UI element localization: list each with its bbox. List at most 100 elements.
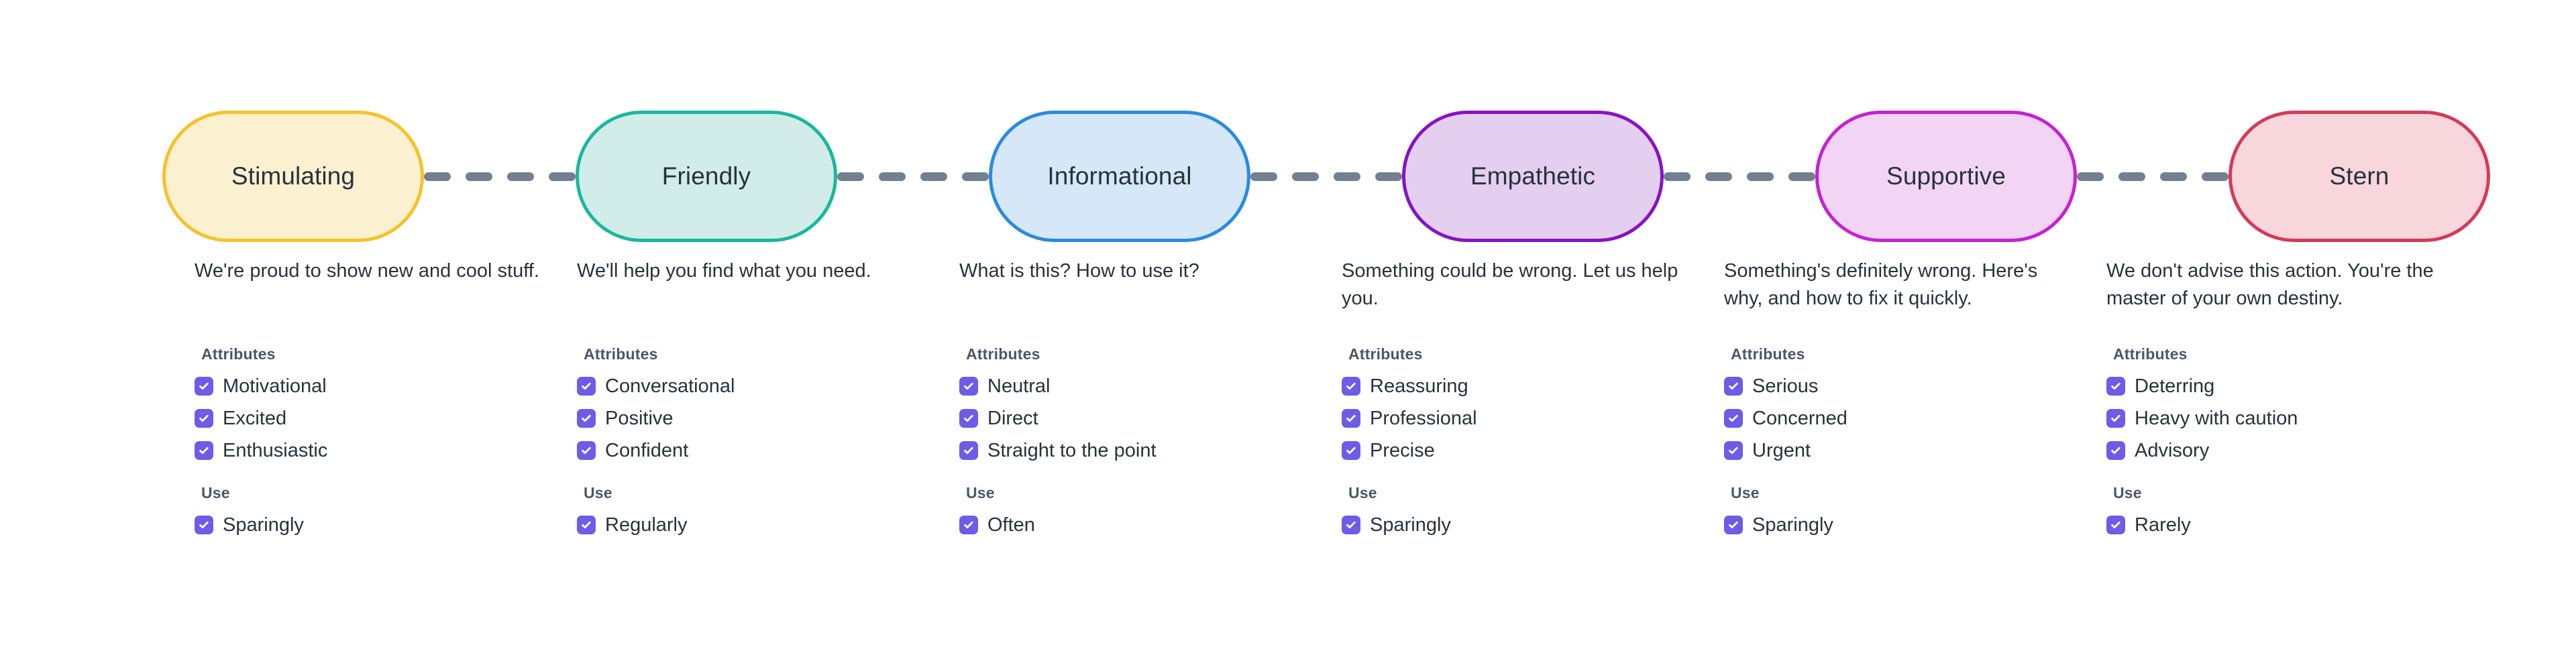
checkmark-icon[interactable] bbox=[1342, 441, 1360, 460]
attribute-checkbox-item[interactable]: Positive bbox=[577, 402, 927, 434]
tone-pill-stimulating[interactable]: Stimulating bbox=[162, 111, 424, 242]
dash-segment bbox=[1705, 172, 1732, 181]
check-item-label: Reassuring bbox=[1370, 375, 1468, 397]
check-item-label: Serious bbox=[1752, 375, 1819, 397]
check-item-label: Direct bbox=[987, 407, 1038, 429]
checkmark-icon[interactable] bbox=[959, 377, 978, 396]
checkmark-icon[interactable] bbox=[2106, 441, 2125, 460]
attributes-heading: Attributes bbox=[966, 345, 1040, 363]
check-item-label: Sparingly bbox=[1370, 514, 1451, 536]
checkmark-icon[interactable] bbox=[577, 441, 596, 460]
checkmark-icon[interactable] bbox=[1342, 377, 1360, 396]
attribute-checkbox-item[interactable]: Excited bbox=[195, 402, 545, 434]
attributes-heading: Attributes bbox=[1348, 345, 1423, 363]
checkmark-icon[interactable] bbox=[1724, 409, 1743, 428]
attribute-checkbox-item[interactable]: Professional bbox=[1342, 402, 1692, 434]
attribute-checkbox-item[interactable]: Direct bbox=[959, 402, 1309, 434]
attribute-checkbox-item[interactable]: Urgent bbox=[1724, 434, 2074, 467]
attribute-checkbox-item[interactable]: Advisory bbox=[2106, 434, 2457, 467]
dash-segment bbox=[2077, 172, 2104, 181]
checkmark-icon[interactable] bbox=[2106, 377, 2125, 396]
tone-description: Something's definitely wrong. Here's why… bbox=[1724, 260, 2038, 309]
use-checkbox-item[interactable]: Often bbox=[959, 509, 1309, 541]
attribute-checkbox-item[interactable]: Enthusiastic bbox=[195, 434, 545, 467]
tone-pill-informational[interactable]: Informational bbox=[989, 111, 1250, 242]
dash-segment bbox=[1788, 172, 1815, 181]
checkmark-icon[interactable] bbox=[195, 516, 213, 534]
check-item-label: Straight to the point bbox=[987, 439, 1157, 461]
tone-pill-empathetic[interactable]: Empathetic bbox=[1402, 111, 1664, 242]
attribute-checkbox-item[interactable]: Serious bbox=[1724, 370, 2074, 402]
checkmark-icon[interactable] bbox=[1724, 516, 1743, 534]
attribute-checkbox-item[interactable]: Heavy with caution bbox=[2106, 402, 2457, 434]
checkmark-icon[interactable] bbox=[195, 377, 213, 396]
attribute-checkbox-item[interactable]: Reassuring bbox=[1342, 370, 1692, 402]
checkmark-icon[interactable] bbox=[195, 409, 213, 428]
dash-segment bbox=[549, 172, 576, 181]
checkmark-icon[interactable] bbox=[959, 441, 978, 460]
check-item-label: Sparingly bbox=[223, 514, 304, 536]
tone-pill-friendly[interactable]: Friendly bbox=[576, 111, 837, 242]
tone-description: We're proud to show new and cool stuff. bbox=[195, 260, 539, 282]
checkmark-icon[interactable] bbox=[2106, 516, 2125, 534]
check-item-label: Often bbox=[987, 514, 1035, 536]
use-checkbox-item[interactable]: Sparingly bbox=[195, 509, 545, 541]
checkmark-icon[interactable] bbox=[2106, 409, 2125, 428]
check-item-label: Professional bbox=[1370, 407, 1477, 429]
dashed-line-icon bbox=[1664, 111, 1815, 242]
checkmark-icon[interactable] bbox=[577, 516, 596, 534]
tone-description: What is this? How to use it? bbox=[959, 260, 1199, 282]
checkmark-icon[interactable] bbox=[1724, 377, 1743, 396]
tone-pill-stern[interactable]: Stern bbox=[2229, 111, 2490, 242]
tone-column-stern: We don't advise this action. You're the … bbox=[2074, 257, 2457, 541]
dashed-line-icon bbox=[1250, 111, 1402, 242]
dashed-line-icon bbox=[424, 111, 576, 242]
tone-column-friendly: We'll help you find what you need.Attrib… bbox=[545, 257, 927, 541]
check-item-label: Sparingly bbox=[1752, 514, 1833, 536]
checkmark-icon[interactable] bbox=[1724, 441, 1743, 460]
attribute-checkbox-item[interactable]: Confident bbox=[577, 434, 927, 467]
use-checkbox-item[interactable]: Sparingly bbox=[1724, 509, 2074, 541]
tone-column-empathetic: Something could be wrong. Let us help yo… bbox=[1309, 257, 1692, 541]
tone-pill-label: Supportive bbox=[1886, 162, 2006, 190]
attributes-heading: Attributes bbox=[1731, 345, 1805, 363]
checkmark-icon[interactable] bbox=[1342, 409, 1360, 428]
attribute-checkbox-item[interactable]: Concerned bbox=[1724, 402, 2074, 434]
use-checkbox-item[interactable]: Sparingly bbox=[1342, 509, 1692, 541]
tone-pill-label: Empathetic bbox=[1470, 162, 1596, 190]
check-item-label: Heavy with caution bbox=[2135, 407, 2298, 429]
tone-pill-supportive[interactable]: Supportive bbox=[1815, 111, 2077, 242]
use-heading: Use bbox=[1348, 484, 1377, 501]
attribute-checkbox-item[interactable]: Motivational bbox=[195, 370, 545, 402]
checkmark-icon[interactable] bbox=[959, 409, 978, 428]
tone-pill-label: Stimulating bbox=[231, 162, 356, 190]
use-heading: Use bbox=[966, 484, 995, 501]
checkmark-icon[interactable] bbox=[959, 516, 978, 534]
checkmark-icon[interactable] bbox=[577, 409, 596, 428]
checkmark-icon[interactable] bbox=[577, 377, 596, 396]
attribute-checkbox-item[interactable]: Neutral bbox=[959, 370, 1309, 402]
attribute-checkbox-item[interactable]: Precise bbox=[1342, 434, 1692, 467]
attribute-checkbox-item[interactable]: Deterring bbox=[2106, 370, 2457, 402]
tone-column-supportive: Something's definitely wrong. Here's why… bbox=[1692, 257, 2074, 541]
checkmark-icon[interactable] bbox=[195, 441, 213, 460]
dash-segment bbox=[1250, 172, 1277, 181]
tone-description: Something could be wrong. Let us help yo… bbox=[1342, 260, 1678, 309]
check-item-label: Conversational bbox=[605, 375, 735, 397]
dashed-line-icon bbox=[837, 111, 989, 242]
use-checkbox-item[interactable]: Rarely bbox=[2106, 509, 2457, 541]
tone-pill-row: Stimulating Friendly Informational Empathet… bbox=[162, 111, 2490, 242]
attribute-checkbox-item[interactable]: Straight to the point bbox=[959, 434, 1309, 467]
tone-column-stimulating: We're proud to show new and cool stuff.A… bbox=[162, 257, 545, 541]
checkmark-icon[interactable] bbox=[1342, 516, 1360, 534]
tone-pill-label: Friendly bbox=[661, 162, 751, 190]
use-heading: Use bbox=[584, 484, 612, 501]
use-checkbox-item[interactable]: Regularly bbox=[577, 509, 927, 541]
attribute-checkbox-item[interactable]: Conversational bbox=[577, 370, 927, 402]
